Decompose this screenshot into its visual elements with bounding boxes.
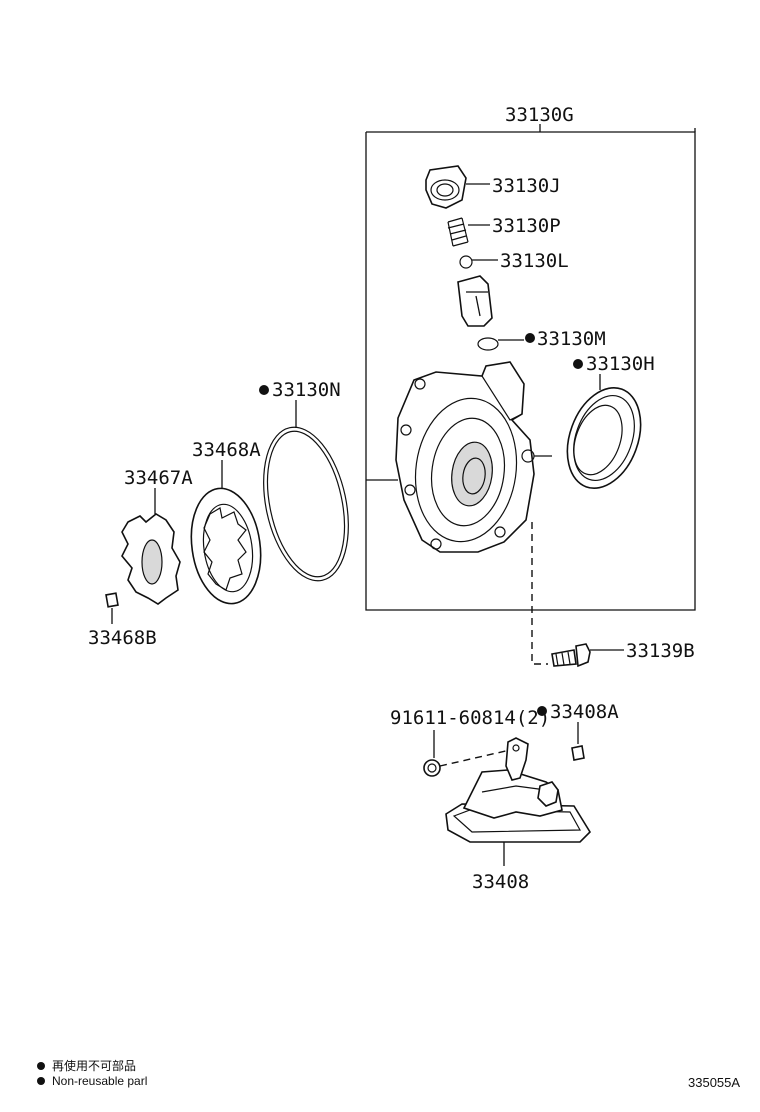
o-ring-33130M [477,333,535,351]
label-33139B: 33139B [626,640,695,662]
o-ring-33130N [263,400,349,582]
label-33408A: 33408A [550,701,619,723]
oil-seal-33130H [566,374,642,490]
label-33130L: 33130L [500,250,569,272]
label-33468B: 33468B [88,627,157,649]
key-33468B [105,592,119,624]
oil-strainer-33408 [445,737,592,866]
label-33130M: 33130M [537,328,606,350]
legend-label-english: Non-reusable parl [52,1074,147,1088]
assembly-box-33130G [365,124,696,611]
spring-33130P [447,217,490,247]
gasket-33408A [571,722,585,761]
label-33130G: 33130G [505,104,574,126]
bolt-33139B [531,522,624,668]
label-33408: 33408 [472,871,529,893]
outer-rotor-33468A [190,460,262,605]
label-33468A: 33468A [192,439,261,461]
label-33130N: 33130N [272,379,341,401]
inner-rotor-33467A [121,488,181,605]
label-91611-60814: 91611-60814(2) [390,707,550,729]
label-33130H: 33130H [586,353,655,375]
legend: 再使用不可部品 Non-reusable parl [37,1058,147,1088]
legend-bullet-1 [37,1062,45,1070]
non-reusable-marker-33408A [537,706,547,716]
non-reusable-marker-33130H [573,359,583,369]
oil-pump-body [366,361,552,553]
label-33130P: 33130P [492,215,561,237]
bolt-91611-60814 [423,730,511,777]
relief-valve-piston [457,275,493,327]
diagram-code: 335055A [688,1075,740,1090]
o-ring-33130L [459,255,498,269]
legend-label-japanese: 再使用不可部品 [52,1058,136,1073]
non-reusable-marker-33130N [259,385,269,395]
label-33467A: 33467A [124,467,193,489]
label-33130J: 33130J [492,175,561,197]
legend-bullet-2 [37,1077,45,1085]
plug-cap-33130J [425,165,490,209]
non-reusable-marker-33130M [525,333,535,343]
